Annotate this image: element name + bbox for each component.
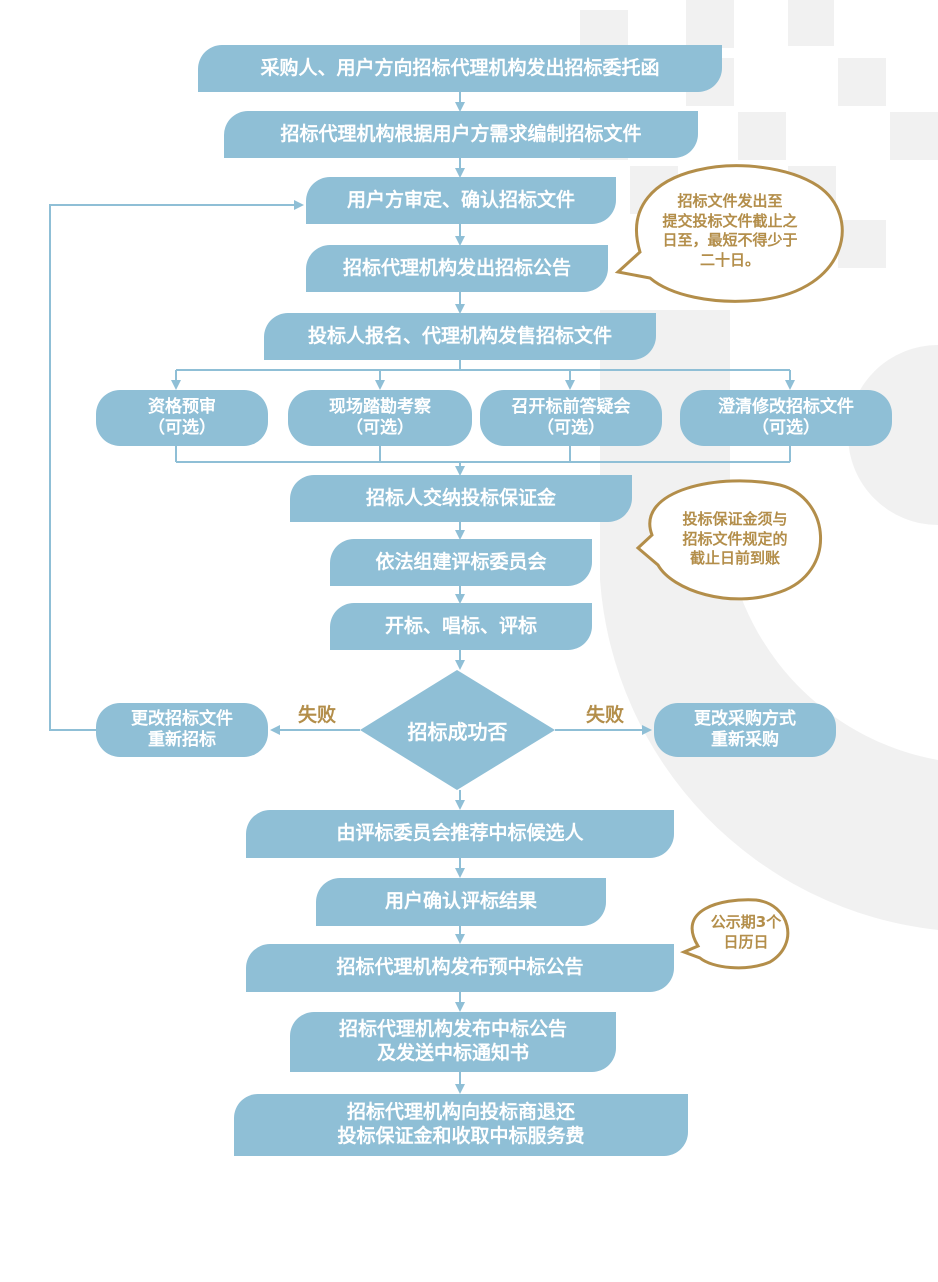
step-prepare-documents: 招标代理机构根据用户方需求编制招标文件 — [224, 111, 698, 158]
note-text-1: 招标文件发出至 提交投标文件截止之 日至，最短不得少于 二十日。 — [662, 192, 798, 269]
step-confirm-documents: 用户方审定、确认招标文件 — [306, 177, 616, 224]
branch-prequalification: 资格预审 （可选） — [96, 390, 268, 446]
step-form-committee: 依法组建评标委员会 — [330, 539, 592, 586]
step-award-notice: 招标代理机构发布中标公告 及发送中标通知书 — [290, 1012, 616, 1072]
step-confirm-result: 用户确认评标结果 — [316, 878, 606, 926]
connectors — [49, 92, 795, 1094]
note-bubble-1 — [614, 164, 844, 303]
step-registration: 投标人报名、代理机构发售招标文件 — [264, 313, 656, 360]
note-text-3: 公示期3个 日历日 — [710, 913, 782, 951]
step-tender-notice: 招标代理机构发出招标公告 — [306, 245, 608, 292]
outcome-change-documents: 更改招标文件 重新招标 — [96, 703, 268, 757]
branch-site-inspection: 现场踏勘考察 （可选） — [288, 390, 472, 446]
step-bid-bond: 招标人交纳投标保证金 — [290, 475, 632, 522]
note-bubble-2 — [635, 479, 822, 601]
step-pre-award-notice: 招标代理机构发布预中标公告 — [246, 944, 674, 992]
step-recommend-candidate: 由评标委员会推荐中标候选人 — [246, 810, 674, 858]
fail-label-left: 失败 — [298, 704, 337, 726]
step-entrust-letter: 采购人、用户方向招标代理机构发出招标委托函 — [198, 45, 722, 92]
branch-prebid-meeting: 召开标前答疑会 （可选） — [480, 390, 662, 446]
fail-label-right: 失败 — [586, 704, 625, 726]
step-refund-and-fee: 招标代理机构向投标商退还 投标保证金和收取中标服务费 — [234, 1094, 688, 1156]
step-bid-opening: 开标、唱标、评标 — [330, 603, 592, 650]
branch-clarify-documents: 澄清修改招标文件 （可选） — [680, 390, 892, 446]
decision-diamond — [360, 670, 555, 790]
outcome-change-method: 更改采购方式 重新采购 — [654, 703, 836, 757]
note-text-2: 投标保证金须与 招标文件规定的 截止日前到账 — [682, 510, 788, 567]
note-bubble-3 — [679, 898, 790, 970]
decision-label: 招标成功否 — [407, 719, 508, 744]
